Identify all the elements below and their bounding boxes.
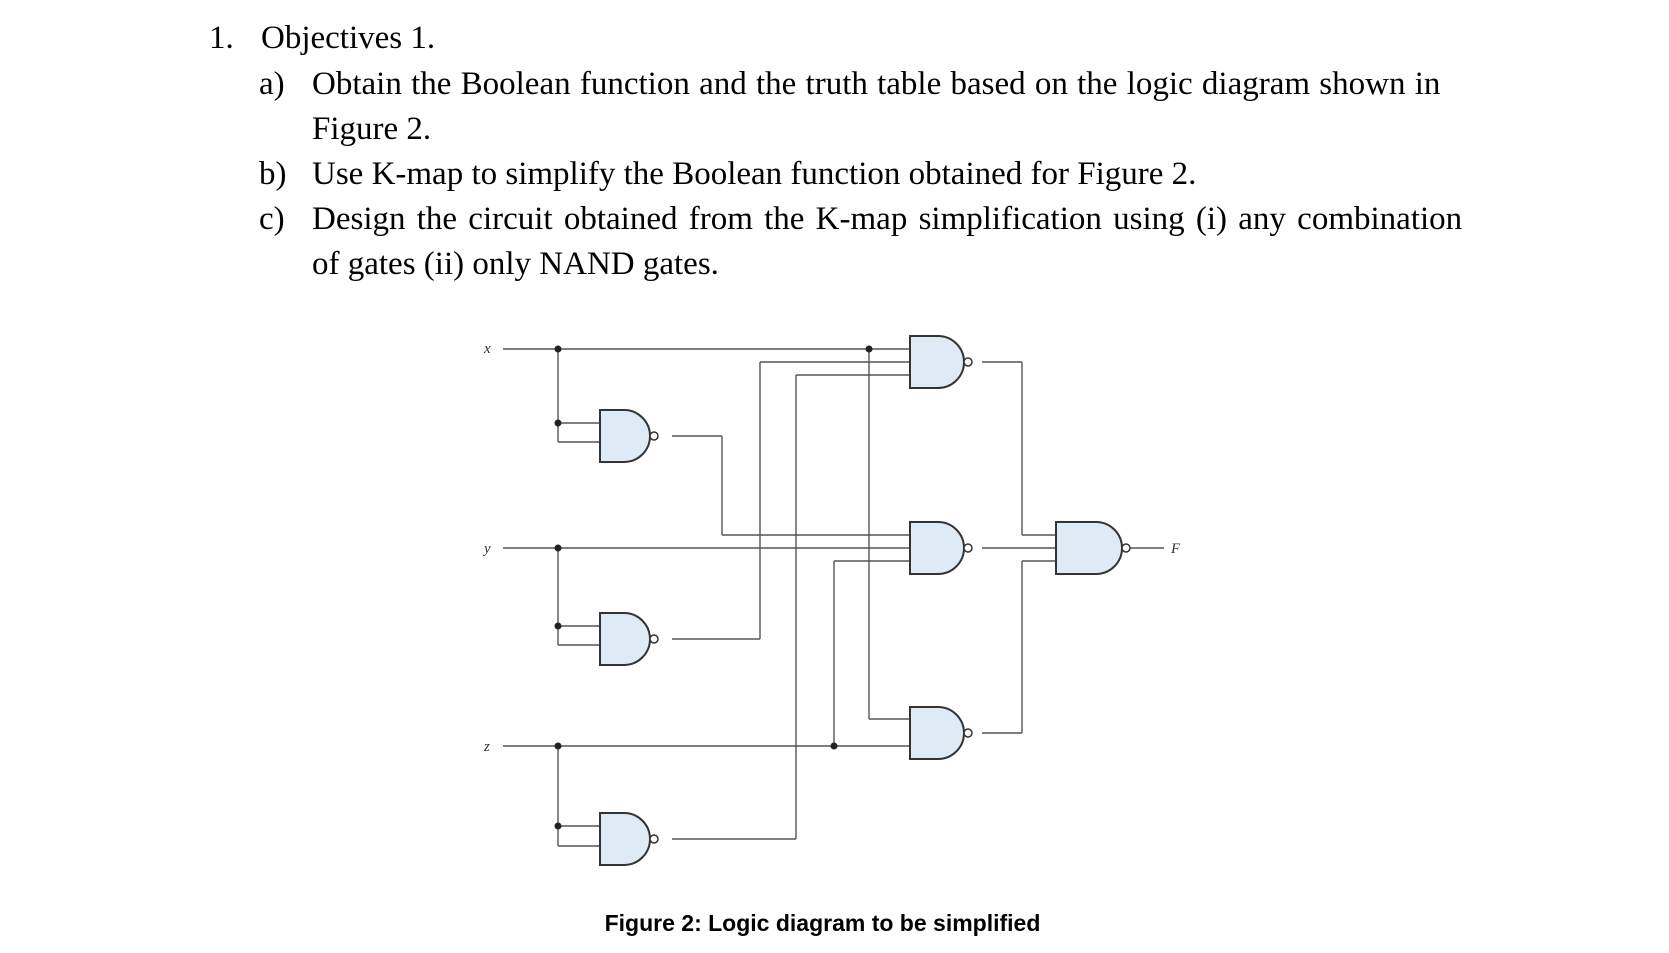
input-label-y: y [482, 541, 491, 557]
item-c-line-2: of gates (ii) only NAND gates. [312, 246, 719, 282]
nand-gate-output [1055, 521, 1131, 575]
output-label-f: F [1170, 541, 1181, 557]
nand-gate-middle [909, 521, 973, 575]
item-a-line-2: Figure 2. [312, 111, 432, 147]
input-label-x: x [483, 341, 491, 357]
question-title: Objectives 1. [261, 20, 436, 56]
nand-gate-x-inverter [599, 409, 659, 463]
item-a-marker: a) [259, 66, 285, 102]
nand-gate-bottom [909, 706, 973, 760]
junction-dots [554, 345, 873, 830]
input-label-z: z [483, 739, 490, 755]
item-b-marker: b) [259, 156, 287, 192]
figure-caption: Figure 2: Logic diagram to be simplified [604, 910, 1041, 936]
item-c-line-1: Design the circuit obtained from the K-m… [312, 201, 1463, 237]
nand-gate-z-inverter [599, 812, 659, 866]
question-number: 1. [209, 20, 234, 56]
nand-gate-y-inverter [599, 612, 659, 666]
item-c-marker: c) [259, 201, 285, 237]
item-a-line-1: Obtain the Boolean function and the trut… [312, 66, 1441, 102]
nand-gate-top [909, 335, 973, 389]
wires [503, 348, 1164, 847]
item-b-line-1: Use K-map to simplify the Boolean functi… [312, 156, 1197, 192]
